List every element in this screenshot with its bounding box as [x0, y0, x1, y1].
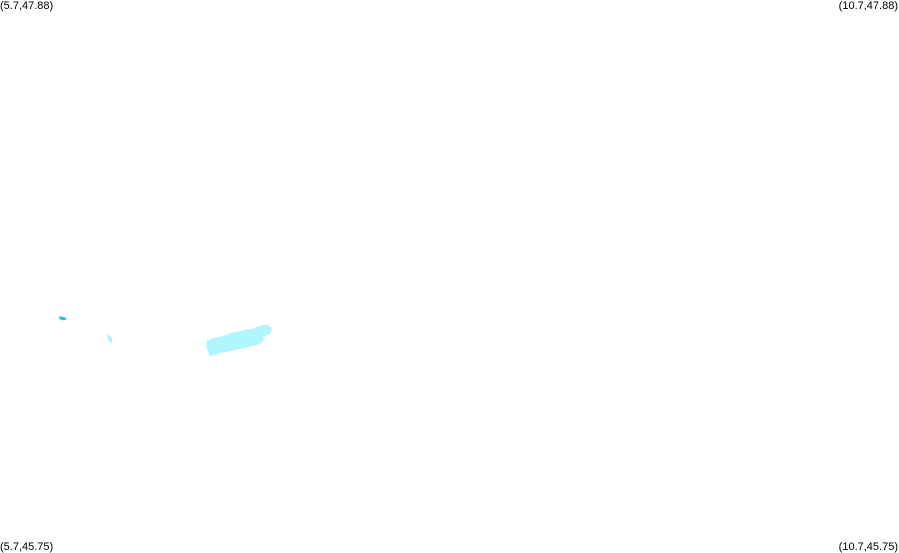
bottom-left-coordinate: (5.7,45.75): [0, 541, 54, 553]
top-left-coordinate: (5.7,47.88): [0, 0, 54, 12]
map-feature-blue[interactable]: [58, 316, 68, 321]
top-right-coordinate: (10.7,47.88): [838, 0, 898, 12]
map-feature-main[interactable]: [206, 325, 272, 357]
bottom-right-coordinate: (10.7,45.75): [838, 541, 898, 553]
map-feature-small[interactable]: [106, 334, 113, 344]
